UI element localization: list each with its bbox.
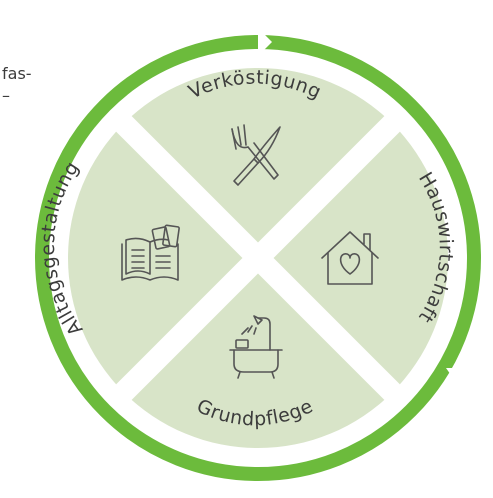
ring-notch-left [46, 380, 66, 400]
side-text-line-1: fas- [2, 64, 32, 83]
ring-notch-top [258, 28, 272, 56]
book-cards-icon [121, 224, 180, 281]
bathtub-shower-icon [229, 315, 283, 379]
side-text-line-2: – [2, 86, 10, 105]
separator-diagonal-2 [115, 115, 401, 401]
house-heart-icon [321, 231, 379, 285]
ring-notch-right [446, 368, 476, 388]
outer-ring [35, 28, 481, 481]
inner-disc [68, 68, 448, 448]
cutlery-icon [231, 124, 281, 186]
